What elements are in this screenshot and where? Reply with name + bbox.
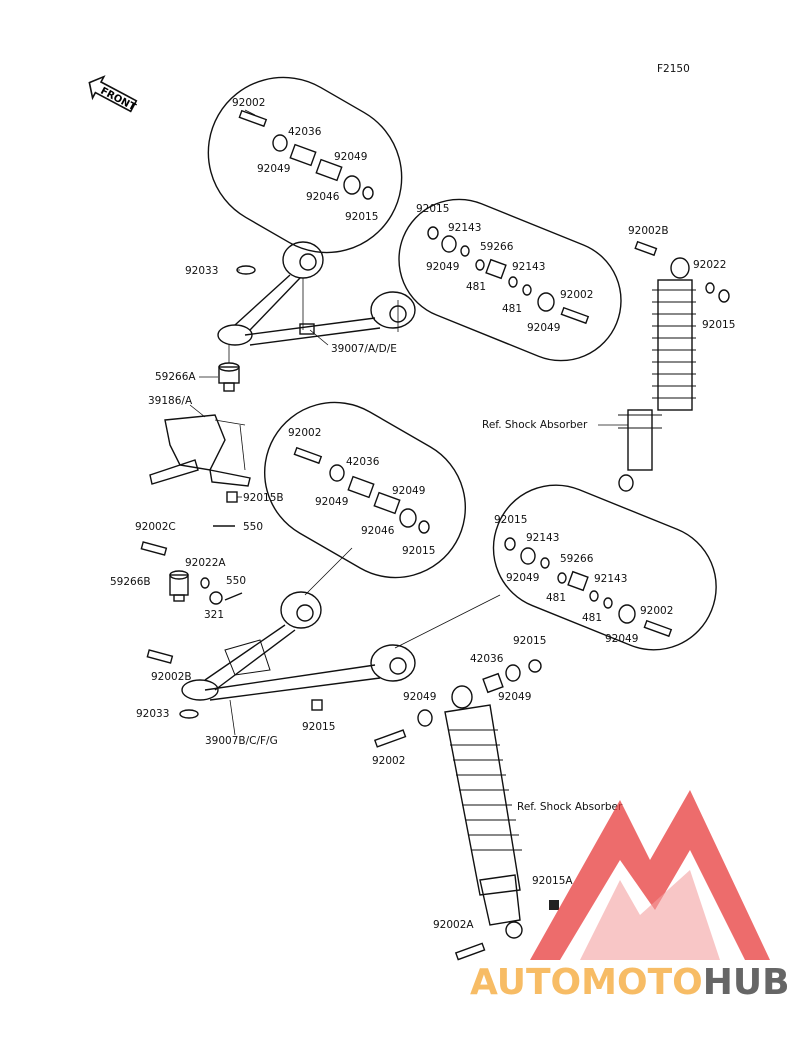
cap-icon: [343, 175, 361, 195]
label-ref-shock-1: Ref. Shock Absorber: [482, 419, 588, 431]
label-bolt-b-lower: 92002B: [151, 671, 192, 683]
label-rear-seal: 92143: [448, 222, 481, 234]
watermark-part2: HUB: [703, 962, 790, 1003]
watermark-text: AUTOMOTOHUB: [470, 962, 790, 1003]
shock-absorber-lower: [373, 659, 559, 961]
label-upper-sleeve: 92046: [306, 191, 340, 203]
lower-a-arm: [181, 591, 416, 701]
label-bolt-c: 92002C: [135, 521, 176, 533]
rear-bushing-group: [398, 198, 622, 362]
front-arrow-icon: FRONT: [88, 75, 138, 114]
label-upper-bolt: 92002: [232, 97, 265, 109]
cap-icon: [272, 134, 288, 152]
bushing-icon: [289, 143, 317, 167]
label-pin-1: 550: [243, 521, 263, 533]
label-shock2-bolt: 92002: [372, 755, 405, 767]
label-pin-2: 550: [226, 575, 246, 587]
bolt-icon: [238, 109, 268, 128]
label-rear-nut: 92015: [416, 203, 449, 215]
shock-absorber-upper: [618, 240, 730, 492]
low-bushing-group: [492, 484, 717, 651]
bolt-icon: [140, 541, 168, 556]
label-rear-bushing: 59266: [480, 241, 514, 253]
label-rear-481-1: 481: [466, 281, 486, 293]
label-knuckle: 39186/A: [148, 395, 193, 407]
label-arm-lower: 39007B/C/F/G: [205, 735, 278, 747]
label-mid-bolt: 92002: [288, 427, 321, 439]
label-upper-nut: 92015: [345, 211, 378, 223]
steering-knuckle: [149, 414, 251, 487]
pin-icon: [224, 592, 243, 601]
label-rear-481-2: 481: [502, 303, 522, 315]
label-low-bushing: 59266: [560, 553, 594, 565]
label-ball-joint-upper: 59266A: [155, 371, 196, 383]
label-shock-top-washer: 92022: [693, 259, 726, 271]
label-low-seal: 92143: [526, 532, 559, 544]
nut-b-icon: [226, 491, 238, 503]
upper-ball-joint: [218, 345, 240, 392]
nut-icon: [362, 186, 374, 200]
label-lower-arm-nut: 92015: [302, 721, 335, 733]
label-circlip-upper: 92033: [185, 265, 218, 277]
label-upper-bushing-outer: 42036: [288, 126, 322, 138]
label-mid-bushing: 42036: [346, 456, 380, 468]
mid-bushing-group: [263, 401, 467, 579]
front-arrow-label: FRONT: [98, 86, 137, 114]
label-arm-upper: 39007/A/D/E: [331, 343, 397, 355]
label-mid-cap-2: 92049: [392, 485, 425, 497]
label-low-cap: 92049: [506, 572, 539, 584]
nut-icon: [311, 699, 323, 711]
label-shock-top-nut: 92015: [702, 319, 735, 331]
label-mid-cap-1: 92049: [315, 496, 348, 508]
washer-icon: [200, 577, 210, 589]
label-shock2-cap-2: 92049: [403, 691, 436, 703]
part-321-icon: [209, 591, 223, 605]
watermark-part1: AUTOMOTO: [470, 962, 703, 1003]
automotohub-logo: [530, 790, 770, 960]
label-shock-top-bolt: 92002B: [628, 225, 669, 237]
label-shock2-bolt-a: 92002A: [433, 919, 474, 931]
label-rear-seal-2: 92143: [512, 261, 545, 273]
label-rear-cap: 92049: [426, 261, 459, 273]
label-low-bolt: 92002: [640, 605, 673, 617]
label-low-seal-2: 92143: [594, 573, 627, 585]
label-low-481-2: 481: [582, 612, 602, 624]
label-shock2-bush: 42036: [470, 653, 504, 665]
label-low-cap-2: 92049: [605, 633, 638, 645]
label-ref-shock-2: Ref. Shock Absorber: [517, 801, 623, 813]
label-rear-cap-2: 92049: [527, 322, 560, 334]
label-upper-cap-1: 92049: [257, 163, 290, 175]
bolt-icon: [146, 649, 174, 664]
figure-code: F2150: [657, 63, 690, 75]
label-low-481-1: 481: [546, 592, 566, 604]
upper-bushing-group: [207, 76, 403, 254]
circlip-icon: [179, 709, 199, 719]
label-shock2-nut-a: 92015A: [532, 875, 573, 887]
label-shock2-cap-1: 92049: [498, 691, 531, 703]
lower-ball-joint: [169, 570, 189, 602]
label-washer-a: 92022A: [185, 557, 226, 569]
label-low-nut: 92015: [494, 514, 527, 526]
label-mid-sleeve: 92046: [361, 525, 395, 537]
label-upper-cap-2: 92049: [334, 151, 367, 163]
label-mid-nut: 92015: [402, 545, 435, 557]
label-rear-bolt: 92002: [560, 289, 593, 301]
label-nut-b: 92015B: [243, 492, 284, 504]
label-part-321: 321: [204, 609, 224, 621]
label-shock2-nut: 92015: [513, 635, 546, 647]
upper-a-arm: [217, 241, 416, 346]
label-circlip-lower: 92033: [136, 708, 169, 720]
sleeve-icon: [315, 158, 343, 182]
label-ball-joint-lower: 59266B: [110, 576, 151, 588]
